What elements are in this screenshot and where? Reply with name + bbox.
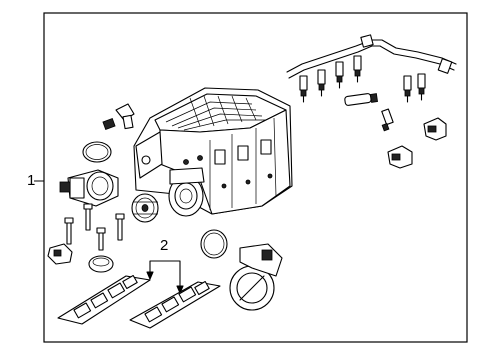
fuel-injector [335,61,344,89]
fuel-injector [381,108,394,132]
mounting-bolts [64,203,125,251]
map-sensor-left [47,243,73,265]
shaft-seal [88,255,114,273]
callout-1: 1 [27,172,36,189]
fuel-injector [403,75,412,103]
fuel-injector [299,75,308,103]
throttle-body-left [59,169,119,207]
map-sensor-lower [387,145,413,169]
fuel-pressure-sensor [344,93,378,106]
supercharger-assembly [131,87,293,223]
callout-2-leaders [146,260,184,294]
intake-gasket-right [129,280,221,329]
map-sensor-upper [423,117,447,141]
callout-2: 2 [160,237,169,254]
fuel-injector [417,73,426,101]
o-ring-throttle [82,141,112,163]
fuel-injector [353,55,362,83]
inlet-air-temp-sensor [102,103,135,130]
fuel-injector [317,69,326,97]
o-ring-large [200,229,228,259]
diagram-frame [43,12,468,343]
intake-gasket-left [57,274,151,325]
throttle-body-right [229,243,283,311]
fuel-rail [286,34,457,132]
